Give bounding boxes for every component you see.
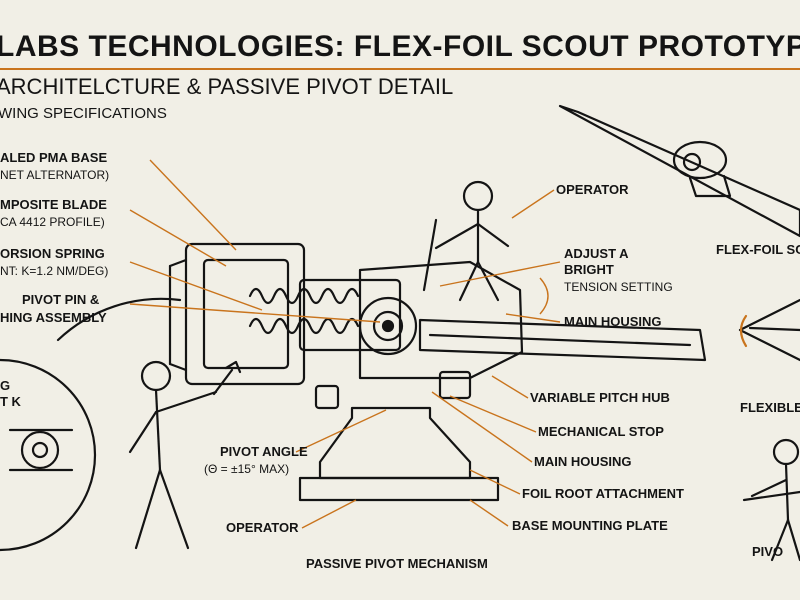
- label-pivot-pin-2: HING ASSEMBLY: [0, 310, 107, 325]
- leader-main-1: [505, 313, 561, 323]
- leader-adjust: [439, 261, 561, 287]
- leader-blade: [129, 209, 227, 267]
- label-pivot-side: PIVO: [752, 544, 784, 559]
- label-main-housing-1: MAIN HOUSING: [564, 314, 662, 329]
- label-flexible: FLEXIBLE: [740, 400, 800, 415]
- label-torsion-spring: ORSION SPRING: [0, 246, 105, 261]
- label-pivot-angle-sub: (Θ = ±15° MAX): [204, 462, 290, 476]
- alternator-housing: [184, 242, 306, 386]
- leader-angle: [295, 409, 387, 453]
- leader-pitch: [491, 375, 529, 399]
- leader-pma: [149, 159, 237, 251]
- scout-drone-wing: [558, 104, 800, 238]
- connecting-tube: [298, 278, 402, 352]
- composite-blade: [418, 318, 707, 362]
- leader-base: [469, 499, 509, 527]
- page-title: LABS TECHNOLOGIES: FLEX-FOIL SCOUT PROTO…: [0, 30, 800, 63]
- detail-inset-circle: [0, 358, 97, 552]
- label-inset-2: T K: [0, 394, 21, 409]
- label-pivot-pin: PIVOT PIN &: [22, 292, 100, 307]
- leader-pivot: [129, 303, 381, 323]
- pivot-pin: [381, 319, 395, 333]
- label-foil-root: FOIL ROOT ATTACHMENT: [522, 486, 684, 501]
- label-flexfoil: FLEX-FOIL SC: [716, 242, 800, 257]
- label-inset-1: G: [0, 378, 11, 393]
- main-housing: [358, 260, 524, 380]
- pivot-hub-inner: [372, 310, 404, 342]
- label-passive-pivot: PASSIVE PIVOT MECHANISM: [306, 556, 488, 571]
- leader-operator-top: [511, 189, 555, 219]
- leader-spring: [129, 261, 263, 311]
- title-underline: [0, 68, 800, 70]
- base-plate: [298, 476, 500, 502]
- pedestal: [318, 406, 472, 480]
- label-composite-blade-sub: CA 4412 PROFILE): [0, 215, 105, 229]
- label-tension: TENSION SETTING: [564, 280, 673, 294]
- leader-operator-bottom: [301, 499, 357, 529]
- label-operator-bottom: OPERATOR: [226, 520, 299, 535]
- pivot-hub-outer: [358, 296, 418, 356]
- label-torsion-spring-sub: NT: k=1.2 Nm/deg): [0, 264, 109, 278]
- label-main-housing-2: MAIN HOUSING: [534, 454, 632, 469]
- alternator-inner: [202, 258, 290, 370]
- label-pma-base-sub: NET ALTERNATOR): [0, 168, 110, 182]
- torsion-spring-coil: [248, 287, 360, 335]
- label-variable-pitch: VARIABLE PITCH HUB: [530, 390, 670, 405]
- hardware-bracket: [438, 370, 472, 400]
- label-bright: BRIGHT: [564, 262, 614, 277]
- label-composite-blade: MPOSITE BLADE: [0, 197, 107, 212]
- leader-foil: [469, 469, 521, 495]
- page-subtitle: ARCHITELCTURE & PASSIVE PIVOT DETAIL: [0, 74, 454, 99]
- label-pivot-angle: PIVOT ANGLE: [220, 444, 308, 459]
- label-operator-top: OPERATOR: [556, 182, 629, 197]
- label-pma-base: ALED PMA BASE: [0, 150, 108, 165]
- label-base-plate: BASE MOUNTING PLATE: [512, 518, 668, 533]
- label-adjust: ADJUST A: [564, 246, 629, 261]
- leader-stop: [449, 395, 537, 433]
- leader-main-2: [431, 391, 533, 463]
- label-mechanical-stop: MECHANICAL STOP: [538, 424, 664, 439]
- page-subtitle-2: WING SPECIFICATIONS: [0, 105, 167, 122]
- mechanical-stop-block: [314, 384, 340, 410]
